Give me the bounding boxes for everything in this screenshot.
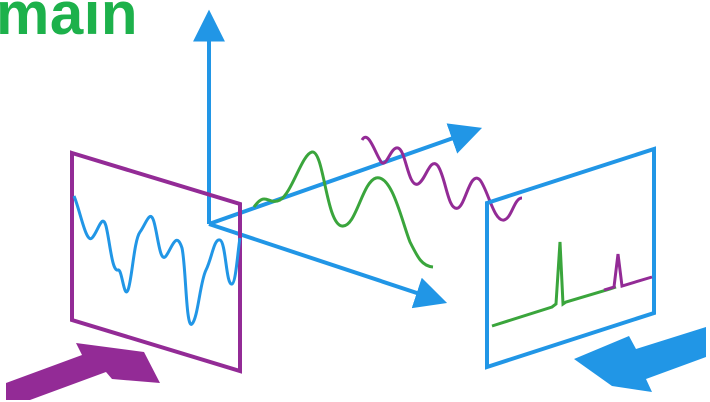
purple-sine-wave	[362, 137, 522, 220]
time-domain-panel	[72, 153, 240, 371]
time-domain-signal	[74, 196, 240, 324]
frequency-spectrum-purple	[604, 254, 652, 290]
arrow-right-purple-icon	[6, 343, 160, 400]
arrow-left-blue-icon	[574, 327, 706, 392]
frequency-axis	[209, 130, 476, 224]
frequency-spectrum-green	[492, 242, 616, 326]
frequency-domain-panel	[487, 149, 654, 367]
